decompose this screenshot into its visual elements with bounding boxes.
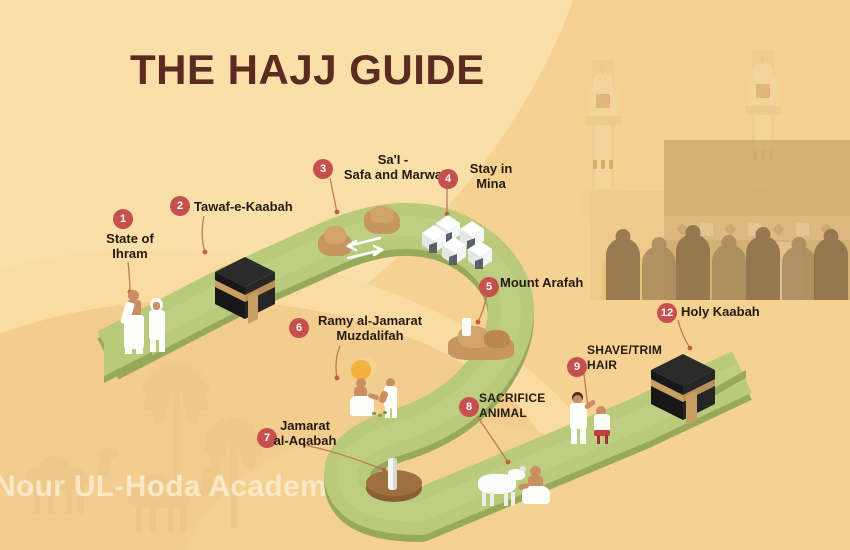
crowd-silhouette xyxy=(782,246,816,300)
step-label-3: Sa'I - Safa and Marwa xyxy=(343,152,443,182)
step-label-6: Ramy al-Jamarat Muzdalifah xyxy=(317,313,423,343)
step-badge-8[interactable]: 8 xyxy=(459,397,479,417)
crowd-silhouette xyxy=(676,234,710,300)
step-badge-12[interactable]: 12 xyxy=(657,303,677,323)
muzdalifah-night xyxy=(348,378,410,420)
step-label-12: Holy Kaabah xyxy=(681,304,760,319)
step-label-5: Mount Arafah xyxy=(500,275,584,290)
step-label-9: SHAVE/TRIM HAIR xyxy=(587,343,663,372)
watermark-text: Nour UL-Hoda Academy xyxy=(0,470,344,503)
camel-silhouette xyxy=(26,448,119,514)
crowd-silhouette xyxy=(746,236,780,300)
mina-tents xyxy=(420,205,504,277)
step-label-4: Stay in Mina xyxy=(469,161,513,191)
crowd-silhouette xyxy=(606,238,640,300)
step-label-8: SACRIFICE ANIMAL xyxy=(479,391,546,420)
page-title: THE HAJJ GUIDE xyxy=(130,46,485,93)
safa-marwa-hills xyxy=(318,206,422,264)
crowd-silhouette xyxy=(712,244,746,300)
step-label-7: Jamarat al-Aqabah xyxy=(273,418,337,448)
step-label-1: State of Ihram xyxy=(106,231,154,261)
crescent-moon-icon xyxy=(351,360,371,380)
step-badge-4[interactable]: 4 xyxy=(438,169,458,189)
step-badge-5[interactable]: 5 xyxy=(479,277,499,297)
step-badge-2[interactable]: 2 xyxy=(170,196,190,216)
mount-arafah xyxy=(448,318,520,364)
holy-kaabah-final xyxy=(648,352,718,426)
step-badge-6[interactable]: 6 xyxy=(289,318,309,338)
step-badge-1[interactable]: 1 xyxy=(113,209,133,229)
step-badge-7[interactable]: 7 xyxy=(257,428,277,448)
step-badge-3[interactable]: 3 xyxy=(313,159,333,179)
jamarat-pillar xyxy=(366,458,422,504)
crowd-silhouette xyxy=(814,238,848,300)
step-label-2: Tawaf-e-Kaabah xyxy=(194,199,293,214)
palm-tree-icon xyxy=(196,412,270,528)
palm-tree-icon xyxy=(128,356,224,508)
mosque-silhouette xyxy=(560,0,850,300)
pilgrims-ihram xyxy=(118,288,174,354)
kaaba-illustration xyxy=(212,255,278,325)
arafah-pillar xyxy=(462,318,471,336)
sacrifice-animal xyxy=(478,465,560,510)
crowd-silhouette xyxy=(642,246,676,300)
step-badge-9[interactable]: 9 xyxy=(567,357,587,377)
camel-silhouette xyxy=(128,466,221,532)
shave-trim-hair xyxy=(570,392,626,446)
